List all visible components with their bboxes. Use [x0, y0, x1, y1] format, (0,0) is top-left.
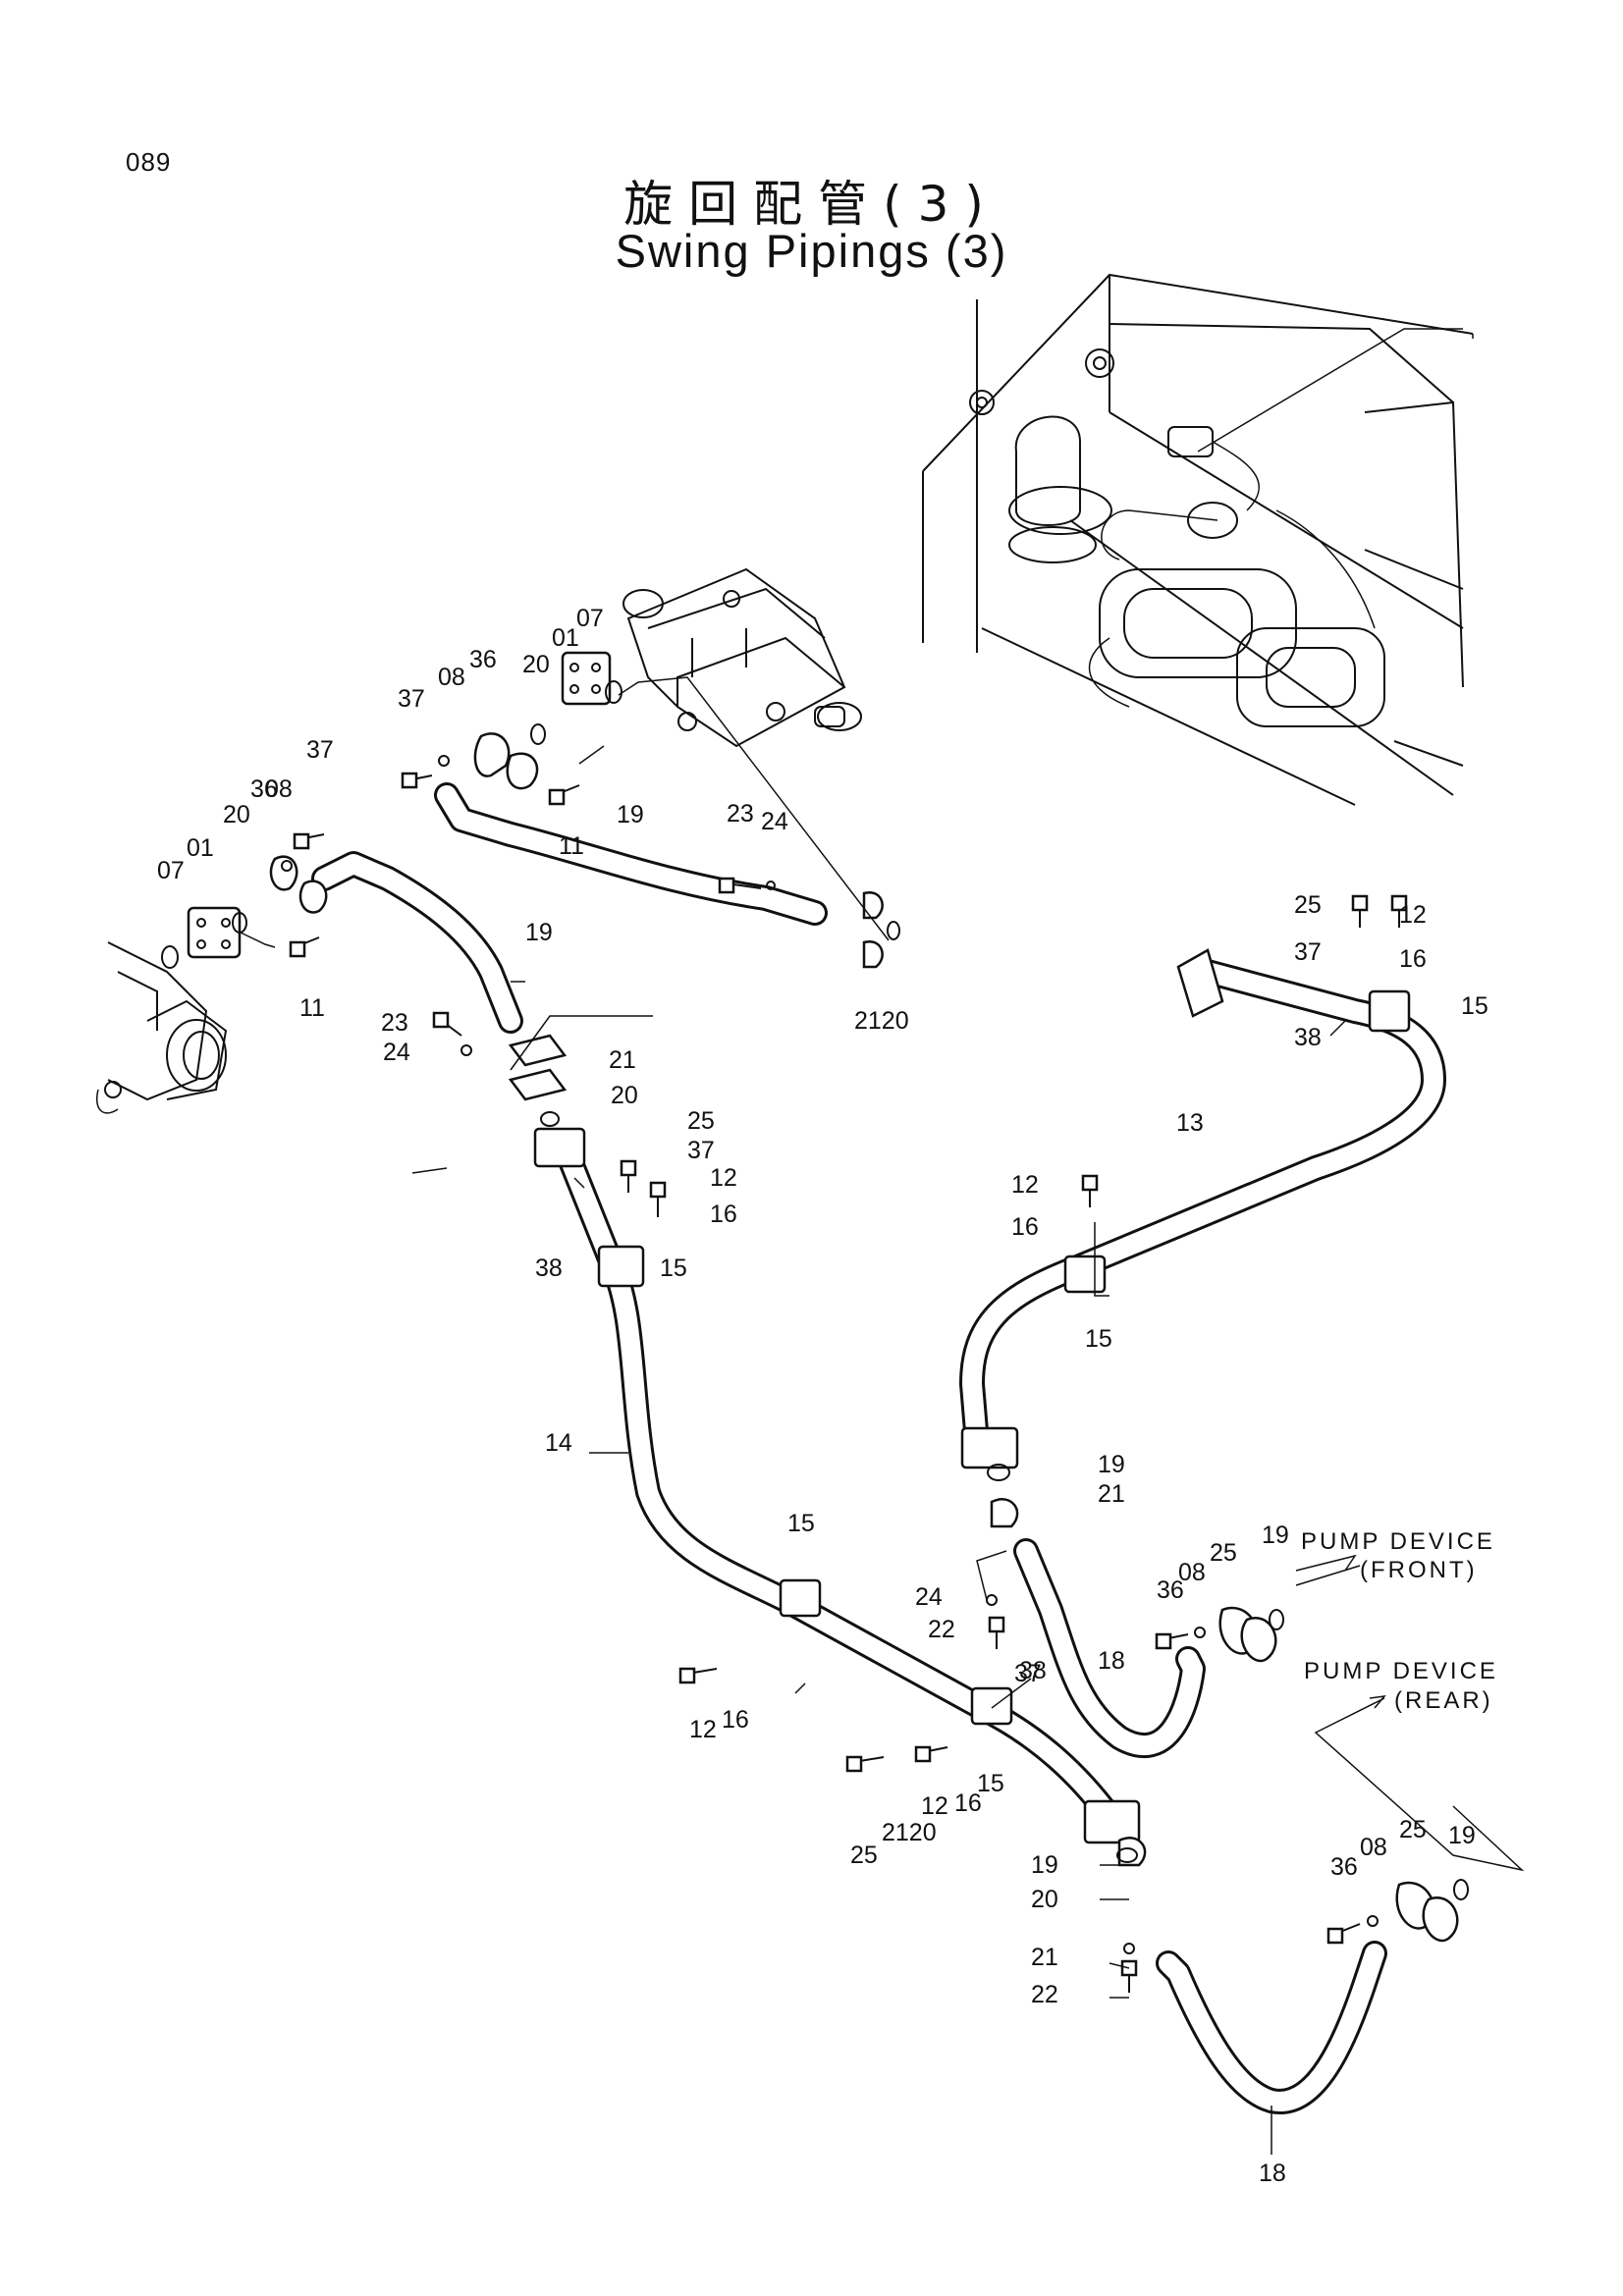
callout: 22 [928, 1616, 955, 1643]
bolts-washers-orings [161, 680, 1469, 1993]
swing-motor-left [96, 941, 228, 1114]
callout: 15 [1461, 992, 1488, 1020]
callout: 38 [1294, 1024, 1322, 1051]
callout: 07 [157, 857, 185, 884]
title-english: Swing Pipings (3) [615, 225, 1008, 277]
callout: 19 [1262, 1522, 1289, 1549]
callout: 07 [576, 605, 604, 632]
callout: 19 [1448, 1822, 1476, 1849]
callout: 01 [187, 834, 214, 862]
callout: 23 [727, 800, 754, 828]
callout: 12 [689, 1716, 717, 1743]
callout: 36 [469, 646, 497, 673]
control-valve-upper [622, 567, 862, 748]
title-japanese: 旋回配管(3) [623, 176, 1000, 233]
callout-labels: 37 08 36 20 01 07 11 19 23 24 2120 37 36… [157, 605, 1488, 2187]
callout: 19 [1031, 1851, 1058, 1879]
callout: 08 [265, 775, 293, 803]
callout: 24 [383, 1039, 410, 1066]
callout: 16 [1011, 1213, 1039, 1241]
callout: 36 [1330, 1853, 1358, 1881]
callout: 15 [977, 1770, 1004, 1797]
split-flange-01-upper [561, 651, 612, 706]
callout: 15 [1085, 1325, 1112, 1353]
pump-device-rear-line1: PUMP DEVICE [1304, 1658, 1498, 1684]
callout: 25 [850, 1842, 878, 1869]
callout: 21 [1098, 1480, 1125, 1508]
callout: 01 [552, 624, 579, 652]
callout: 20 [223, 801, 250, 828]
pump-device-rear-line2: (REAR) [1394, 1687, 1493, 1714]
callout: 37 [687, 1137, 715, 1164]
callout: 16 [1399, 945, 1427, 973]
callout: 25 [687, 1107, 715, 1135]
callout: 25 [1210, 1539, 1237, 1567]
callout: 2120 [854, 1007, 909, 1035]
callout: 12 [1399, 901, 1427, 929]
clamp-15-c [1063, 1255, 1107, 1294]
callout: 12 [1011, 1171, 1039, 1199]
callout: 37 [1294, 938, 1322, 966]
callout: 21 [1031, 1944, 1058, 1971]
clamp-15-a [597, 1245, 645, 1288]
callout: 22 [1031, 1981, 1058, 2008]
pipe-assemblies [311, 782, 1446, 2114]
clamp-15-b [1368, 989, 1411, 1033]
callout: 08 [438, 664, 465, 691]
callout: 37 [306, 736, 334, 764]
callout: 14 [545, 1429, 572, 1457]
callout: 18 [1259, 2160, 1286, 2187]
callout: 18 [1098, 1647, 1125, 1675]
callout: 19 [617, 801, 644, 828]
callout: 36 [250, 775, 278, 803]
callout: 2120 [882, 1819, 937, 1846]
callout: 25 [1399, 1816, 1427, 1843]
callout: 24 [761, 808, 788, 835]
callout: 37 [1014, 1660, 1042, 1687]
callout: 23 [381, 1009, 408, 1037]
callout: 24 [915, 1583, 943, 1611]
callout: 38 [535, 1255, 563, 1282]
flange-13-end [1176, 948, 1224, 1018]
split-flange-01-left [187, 906, 242, 959]
page-number: 089 [126, 147, 172, 177]
callout: 11 [299, 994, 325, 1022]
callout: 11 [559, 832, 584, 860]
callout: 20 [522, 651, 550, 678]
callout: 16 [710, 1201, 737, 1228]
callout: 19 [525, 919, 553, 946]
leader-lines [240, 676, 1525, 2155]
callout: 36 [1157, 1576, 1184, 1604]
callout: 21 [609, 1046, 636, 1074]
callout: 19 [1098, 1451, 1125, 1478]
pump-device-front-line1: PUMP DEVICE [1301, 1528, 1495, 1555]
callout: 37 [398, 685, 425, 713]
clamp-15-d [779, 1578, 822, 1618]
clamp-15-e [970, 1686, 1013, 1726]
callout: 20 [611, 1082, 638, 1109]
callout: 15 [660, 1255, 687, 1282]
callout: 25 [1294, 891, 1322, 919]
callout: 20 [1031, 1886, 1058, 1913]
callout: 12 [710, 1164, 737, 1192]
destination-labels: PUMP DEVICE (FRONT) PUMP DEVICE (REAR) [1301, 1528, 1498, 1714]
callout: 16 [954, 1789, 982, 1817]
machine-body-overview [922, 273, 1474, 806]
pump-device-front-line2: (FRONT) [1360, 1557, 1478, 1583]
callout: 38 [1019, 1657, 1047, 1684]
callout: 13 [1176, 1109, 1204, 1137]
callout: 12 [921, 1792, 948, 1820]
callout: 08 [1360, 1834, 1387, 1861]
callout: 15 [787, 1510, 815, 1537]
flanges-and-clamps [187, 651, 1459, 1943]
callout: 08 [1178, 1559, 1206, 1586]
callout: 16 [722, 1706, 749, 1734]
